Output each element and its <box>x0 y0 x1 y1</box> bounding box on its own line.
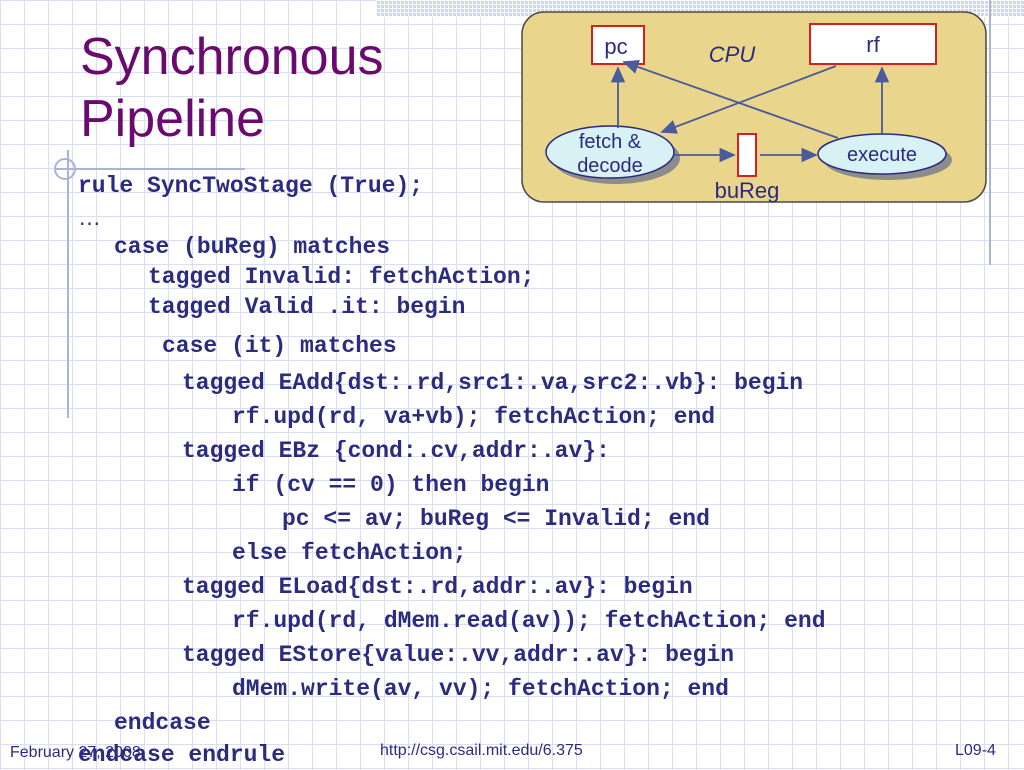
title-underline-rule <box>55 168 245 170</box>
left-vertical-rule <box>67 150 69 418</box>
rf-register <box>809 23 937 65</box>
pc-register <box>591 25 645 65</box>
fetch-label: fetch & <box>579 131 642 153</box>
execute-cloud: execute <box>817 133 952 180</box>
code-line: tagged Valid .it: begin <box>148 294 466 320</box>
code-line: rf.upd(rd, va+vb); fetchAction; end <box>232 404 716 430</box>
footer-date: February 27, 2008 <box>10 744 141 761</box>
code-line: pc <= av; buReg <= Invalid; end <box>282 506 710 532</box>
code-line: endcase <box>114 710 211 736</box>
footer-url: http://csg.csail.mit.edu/6.375 <box>380 742 583 759</box>
execute-to-pc-arrow <box>622 60 839 139</box>
code-line: tagged EAdd{dst:.rd,src1:.va,src2:.vb}: … <box>182 370 804 396</box>
slide-title: Synchronous Pipeline <box>80 26 384 150</box>
rf-label: rf <box>866 32 880 57</box>
code-line: tagged EBz {cond:.cv,addr:.av}: <box>182 438 610 464</box>
footer-slide-number: L09-4 <box>955 742 996 759</box>
code-line: case (buReg) matches <box>114 234 391 260</box>
title-line-2: Pipeline <box>80 90 266 148</box>
bullet-circle-decoration <box>54 158 76 180</box>
bureg-register <box>737 133 757 177</box>
code-line: rf.upd(rd, dMem.read(av)); fetchAction; … <box>232 608 826 634</box>
code-line: tagged Invalid: fetchAction; <box>148 264 535 290</box>
bureg-label: buReg <box>715 178 780 203</box>
right-vertical-rule <box>989 0 991 265</box>
execute-label: execute <box>847 144 917 166</box>
cpu-label: CPU <box>709 42 756 67</box>
code-line: dMem.write(av, vv); fetchAction; end <box>232 676 729 702</box>
rf-to-fetch-arrow <box>660 65 837 134</box>
code-line: case (it) matches <box>162 333 397 359</box>
fetch-decode-cloud: fetch & decode <box>545 125 680 184</box>
decode-label: decode <box>577 155 643 177</box>
code-line: else fetchAction; <box>232 540 467 566</box>
code-line: … <box>78 204 101 230</box>
code-line: tagged EStore{value:.vv,addr:.av}: begin <box>182 642 735 668</box>
title-line-1: Synchronous <box>80 28 384 86</box>
code-line: if (cv == 0) then begin <box>232 472 550 498</box>
cpu-pipeline-diagram: pc CPU rf fetch & decode buReg execute <box>521 11 987 203</box>
code-line: tagged ELoad{dst:.rd,addr:.av}: begin <box>182 574 693 600</box>
code-line: endcase endrule <box>78 742 286 768</box>
code-line: rule SyncTwoStage (True); <box>78 173 424 199</box>
pc-label: pc <box>604 34 627 59</box>
